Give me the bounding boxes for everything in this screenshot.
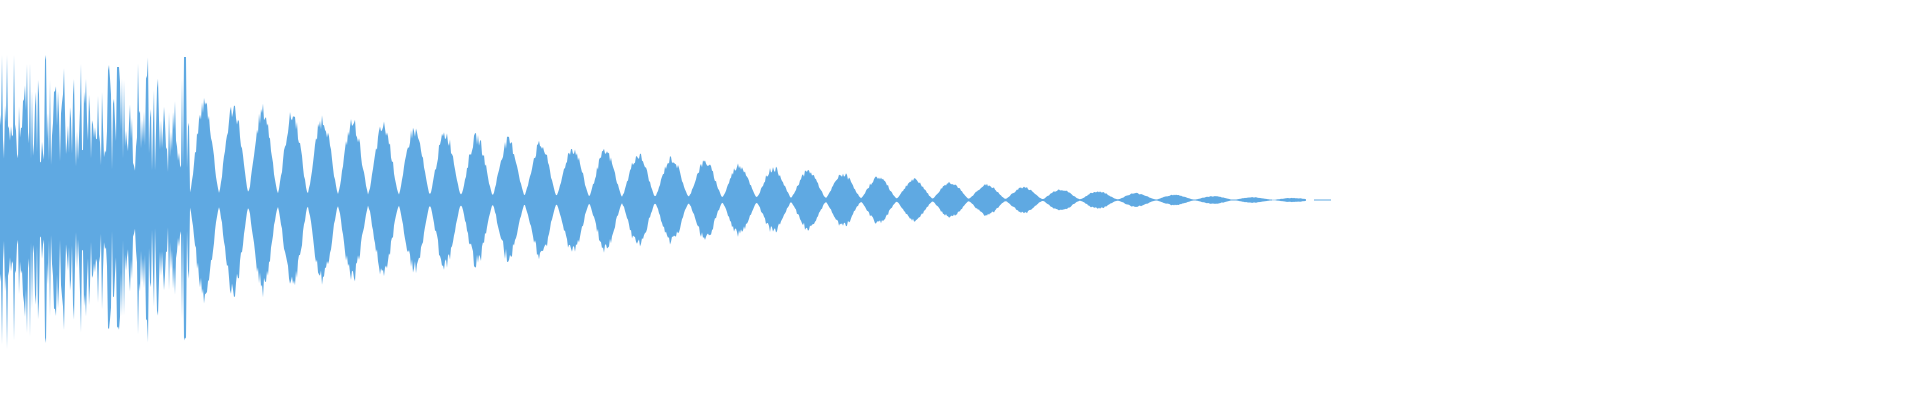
waveform-body [0,55,1306,349]
